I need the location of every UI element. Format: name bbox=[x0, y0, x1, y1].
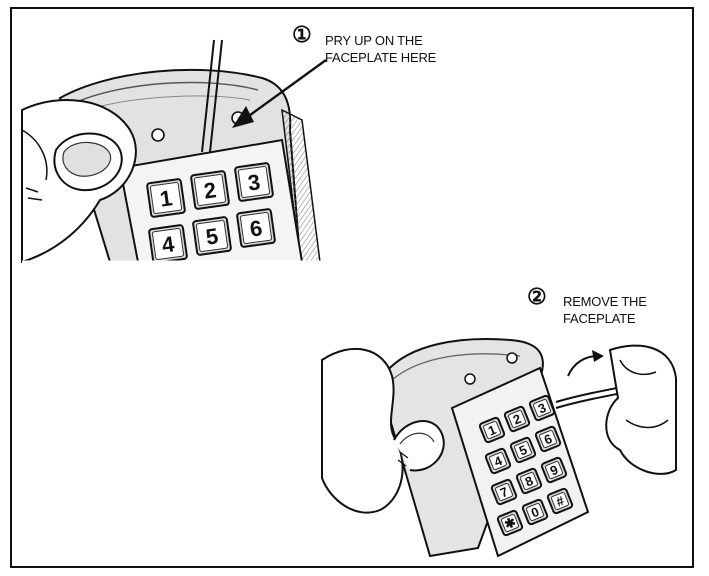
screw-icon bbox=[507, 353, 517, 363]
keypad-key-0: 1 bbox=[147, 179, 185, 217]
step1-line2: FACEPLATE HERE bbox=[325, 49, 436, 66]
step2-line2: FACEPLATE bbox=[563, 310, 647, 327]
keypad-key-1: 2 bbox=[191, 171, 229, 209]
step2-instruction: REMOVE THE FACEPLATE bbox=[563, 293, 647, 327]
step2-number: ② bbox=[527, 284, 547, 310]
hand-left-bottom bbox=[322, 349, 403, 513]
keypad-key-5: 6 bbox=[237, 209, 275, 247]
keypad-key-2: 3 bbox=[235, 163, 273, 201]
hand-right bbox=[606, 346, 676, 474]
screw-icon bbox=[152, 129, 164, 141]
keypad-key-3: 4 bbox=[149, 225, 187, 263]
step1-line1: PRY UP ON THE bbox=[325, 32, 436, 49]
screw-icon bbox=[465, 374, 475, 384]
keypad-key-4: 5 bbox=[193, 217, 231, 255]
step1-number: ① bbox=[292, 22, 312, 48]
step2-line1: REMOVE THE bbox=[563, 293, 647, 310]
step1-instruction: PRY UP ON THE FACEPLATE HERE bbox=[325, 32, 436, 66]
motion-arrow-icon bbox=[592, 350, 604, 362]
